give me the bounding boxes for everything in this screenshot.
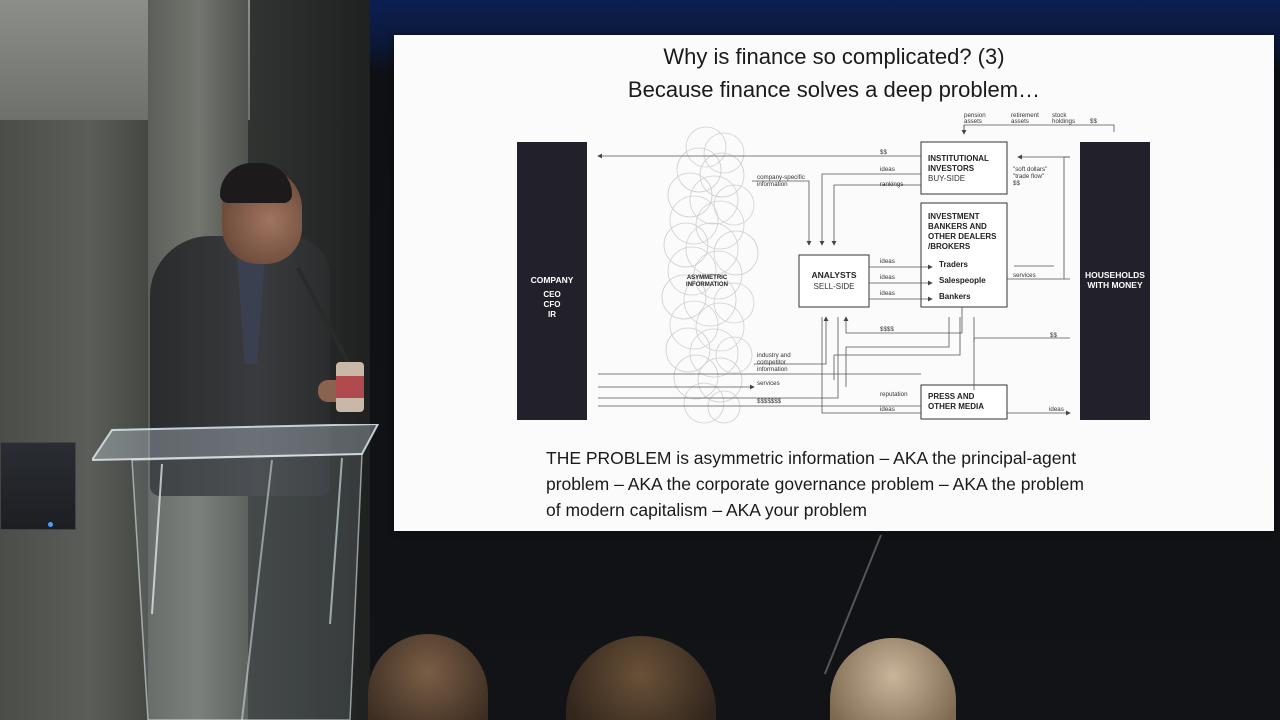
- analysts-box: [798, 254, 870, 308]
- institutional-label-2: INVESTORS: [928, 164, 975, 173]
- households-block: [1080, 142, 1150, 420]
- company-role-cfo: CFO: [544, 300, 561, 309]
- investment-role-salespeople: Salespeople: [939, 276, 986, 285]
- label-company-specific-1: company-specific: [757, 174, 805, 181]
- investment-role-traders: Traders: [939, 260, 968, 269]
- press-label-1: PRESS AND: [928, 392, 975, 401]
- speaker-hair: [220, 163, 292, 203]
- investment-role-bankers: Bankers: [939, 292, 971, 301]
- glass-podium: [92, 424, 380, 720]
- label-ideas-top: ideas: [880, 166, 895, 173]
- company-label: COMPANY: [531, 275, 574, 285]
- company-block: [517, 142, 587, 420]
- label-dollars: $$: [880, 149, 887, 156]
- label-ssss: $$$$: [880, 326, 894, 333]
- asymmetric-label-1: ASYMMETRIC: [687, 275, 728, 281]
- coffee-cup-sleeve: [336, 376, 364, 398]
- label-retirement-1: retirement: [1011, 112, 1039, 119]
- label-soft-dollars: "soft dollars": [1013, 166, 1047, 173]
- press-label-2: OTHER MEDIA: [928, 402, 984, 411]
- label-ideas-traders: ideas: [880, 258, 895, 265]
- company-role-ceo: CEO: [543, 290, 560, 299]
- slide-title-line-2: Because finance solves a deep problem…: [627, 77, 1041, 102]
- flow-lines: [597, 124, 1115, 416]
- label-trade-flow: "trade flow": [1013, 173, 1044, 180]
- investment-label-3: OTHER DEALERS: [928, 232, 997, 241]
- institutional-label-1: INSTITUTIONAL: [928, 154, 989, 163]
- asymmetric-label-2: INFORMATION: [686, 282, 728, 288]
- label-stock-1: stock: [1052, 112, 1067, 119]
- audience-head-left: [368, 634, 488, 720]
- laptop-indicator: [48, 522, 53, 527]
- investment-label-4: /BROKERS: [928, 242, 971, 251]
- projection-screen: Why is finance so complicated? (3) Becau…: [394, 35, 1274, 531]
- slide-title-line-1: Why is finance so complicated? (3): [663, 44, 1005, 69]
- label-pension-1: pension: [964, 112, 986, 119]
- label-pension-2: assets: [964, 118, 982, 125]
- problem-line-2: problem – AKA the corporate governance p…: [546, 474, 1084, 494]
- label-many-dollars: $$$$$$$: [757, 398, 782, 405]
- label-top-dollars: $$: [1090, 118, 1097, 125]
- institutional-investors-box: [920, 141, 1008, 195]
- label-industry-2: competitor: [757, 359, 786, 366]
- label-stock-2: holdings: [1052, 118, 1075, 125]
- label-ideas-press: ideas: [880, 406, 895, 413]
- finance-flow-diagram: COMPANY CEO CFO IR HOUSEHOLDS WITH MONEY…: [517, 112, 1150, 424]
- households-label-1: HOUSEHOLDS: [1085, 270, 1145, 280]
- households-label-2: WITH MONEY: [1087, 280, 1143, 290]
- label-retirement-2: assets: [1011, 118, 1029, 125]
- label-rankings: rankings: [880, 181, 903, 188]
- label-right-dollars: $$: [1050, 332, 1057, 339]
- problem-statement: THE PROBLEM is asymmetric information – …: [546, 445, 1126, 523]
- label-soft-dollars-amount: $$: [1013, 180, 1020, 187]
- investment-label-1: INVESTMENT: [928, 212, 980, 221]
- investment-label-2: BANKERS AND: [928, 222, 987, 231]
- asymmetric-information-cloud: [661, 126, 759, 424]
- label-company-specific-2: information: [757, 181, 788, 188]
- label-industry-1: industry and: [757, 352, 791, 359]
- press-box: [920, 384, 1008, 420]
- label-services-left: services: [757, 380, 780, 387]
- problem-line-3: of modern capitalism – AKA your problem: [546, 500, 867, 520]
- label-ideas-households: ideas: [1049, 406, 1064, 413]
- investment-bankers-box: [920, 202, 1008, 308]
- label-services-right: services: [1013, 272, 1036, 279]
- problem-line-1: THE PROBLEM is asymmetric information – …: [546, 448, 1077, 468]
- institutional-label-3: BUY-SIDE: [928, 174, 965, 183]
- label-ideas-salespeople: ideas: [880, 274, 895, 281]
- laptop: [0, 442, 76, 530]
- analysts-label-1: ANALYSTS: [811, 270, 856, 280]
- label-ideas-bankers: ideas: [880, 290, 895, 297]
- label-reputation: reputation: [880, 391, 908, 398]
- company-role-ir: IR: [548, 310, 556, 319]
- label-industry-3: information: [757, 366, 788, 373]
- analysts-label-2: SELL-SIDE: [814, 282, 855, 291]
